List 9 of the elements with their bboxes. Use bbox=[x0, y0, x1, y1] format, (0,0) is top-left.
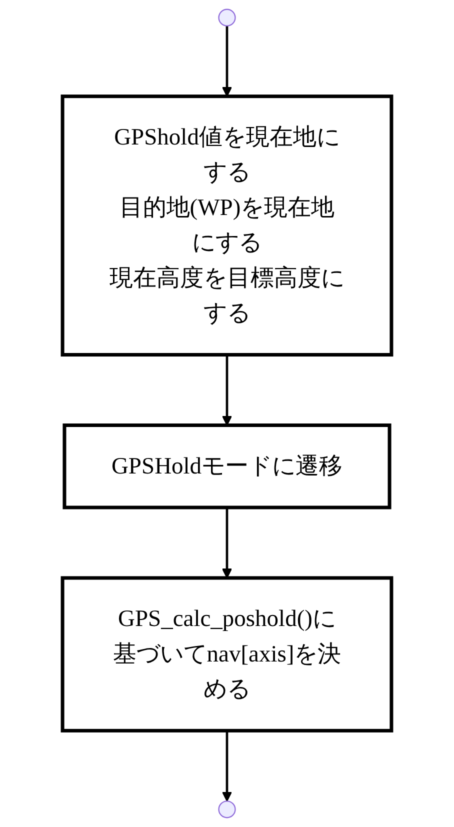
node-box: GPShold値を現在地にする 目的地(WP)を現在地にする 現在高度を目標高度にする bbox=[60, 94, 394, 357]
node-circle bbox=[218, 8, 236, 26]
arrow bbox=[222, 507, 232, 578]
node-box: GPSHoldモードに遷移 bbox=[62, 423, 392, 510]
arrow bbox=[222, 354, 232, 426]
arrow bbox=[222, 26, 232, 97]
arrow bbox=[222, 730, 232, 802]
node-box: GPS_calc_poshold()に基づいてnav[axis]を決める bbox=[60, 576, 394, 732]
node-circle bbox=[218, 800, 236, 818]
